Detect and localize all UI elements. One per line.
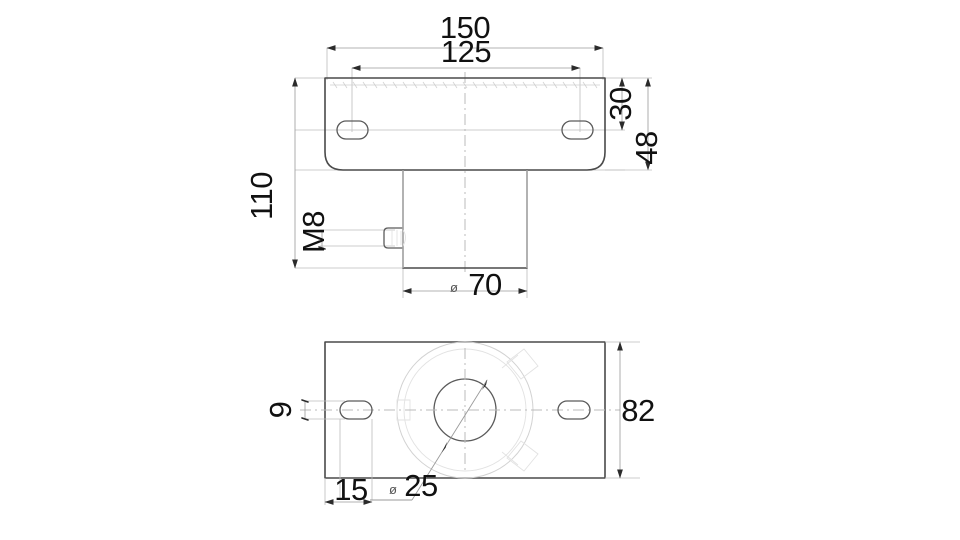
- dimension-value-9: 9: [263, 402, 298, 419]
- dimension-value-30: 30: [603, 87, 638, 121]
- dimension-value-150: 150: [440, 10, 490, 45]
- dimension-plate-depth-82: 82: [617, 341, 655, 479]
- front-elevation-view: [295, 48, 625, 298]
- plan-view-construction-lines: [305, 341, 640, 505]
- dimension-value-110: 110: [244, 172, 279, 220]
- center-bore-circle: [433, 378, 497, 442]
- base-slot-right: [557, 400, 591, 420]
- dimension-plate-thickness-30: 30: [603, 77, 638, 131]
- dimension-bore-diameter-25: ø 25: [370, 379, 488, 503]
- dimension-value-25: 25: [404, 468, 437, 503]
- m8-thread-ghost: [391, 229, 406, 247]
- plan-view: [300, 341, 640, 505]
- dimension-value-15: 15: [334, 472, 367, 507]
- register-lug-upper-right: [501, 348, 539, 380]
- dimension-value-70: 70: [468, 267, 502, 302]
- flange-plate-outline: [324, 77, 606, 171]
- dimension-value-m8: M8: [296, 211, 331, 253]
- dimension-overall-height-110: 110: [244, 77, 298, 269]
- dimension-edge-offset-15: 15: [324, 472, 373, 507]
- register-lug-lower-right: [501, 440, 539, 472]
- m8-side-boss-outline: [383, 227, 404, 249]
- flange-slot-left: [336, 120, 369, 140]
- register-circle-inner-ghost: [403, 348, 527, 472]
- plan-view-dimensions: 82 9 15 ø 25: [263, 341, 655, 507]
- dimension-value-48: 48: [629, 131, 664, 164]
- dimension-boss-diameter-70: ø 70: [402, 267, 528, 302]
- dimension-slot-width-9: 9: [263, 399, 309, 421]
- dimension-slot-spacing: 125: [351, 34, 581, 71]
- flange-slot-right: [561, 120, 594, 140]
- dimension-value-125: 125: [441, 34, 491, 69]
- dimension-flange-height-48: 48: [605, 77, 664, 171]
- dimension-value-82: 82: [621, 393, 654, 428]
- front-view-dimensions: 150 125 30 48 110 M8: [244, 10, 664, 302]
- dimension-thread-m8: M8: [296, 211, 331, 253]
- register-keyway-ghost: [396, 399, 411, 421]
- diameter-symbol-70: ø: [450, 280, 458, 295]
- flange-top-face-hatch: [330, 81, 600, 89]
- base-slot-left: [339, 400, 373, 420]
- diameter-symbol-25: ø: [389, 482, 397, 497]
- dimension-width-overall: 150: [326, 10, 604, 51]
